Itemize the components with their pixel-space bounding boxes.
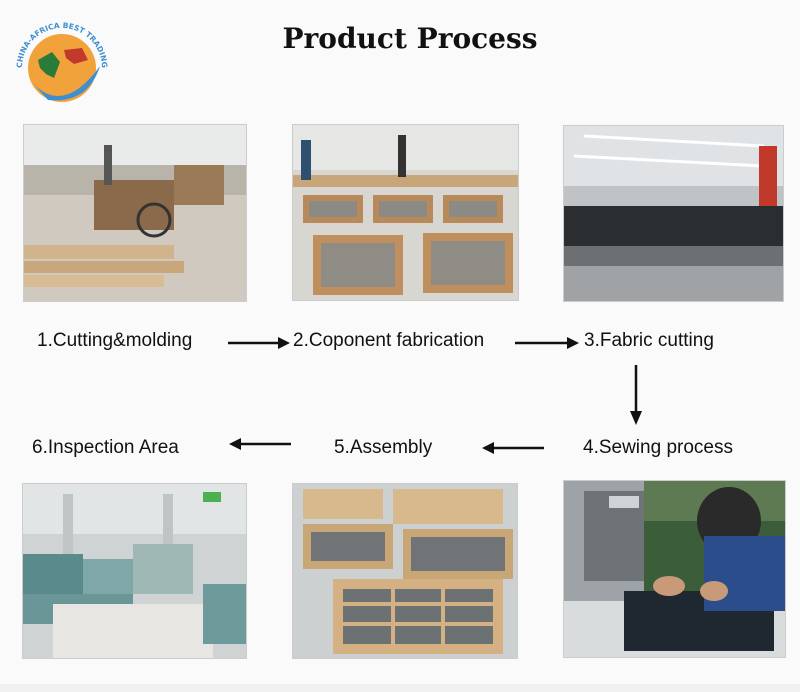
company-logo: CHINA-AFRICA BEST TRADING PLATFORM (4, 1, 116, 116)
cutting-molding-photo (23, 124, 247, 302)
arrow-right-icon (228, 337, 290, 349)
arrow-down-icon (630, 365, 642, 425)
page-title: Product Process (282, 22, 538, 55)
arrow-left-icon (229, 438, 291, 450)
arrow-right-icon (515, 337, 579, 349)
fabric-cutting-photo (563, 125, 784, 302)
footer-strip (0, 684, 800, 692)
assembly-photo (292, 483, 518, 659)
sewing-process-photo (563, 480, 786, 658)
step-6-label: 6.Inspection Area (32, 437, 179, 458)
step-4-label: 4.Sewing process (583, 437, 733, 458)
step-5-label: 5.Assembly (334, 437, 433, 458)
arrow-left-icon (482, 442, 544, 454)
step-1-label: 1.Cutting&molding (37, 330, 193, 351)
step-3-label: 3.Fabric cutting (584, 330, 714, 351)
step-2-label: 2.Coponent fabrication (293, 330, 485, 351)
inspection-area-photo (22, 483, 247, 659)
component-fabrication-photo (292, 124, 519, 301)
